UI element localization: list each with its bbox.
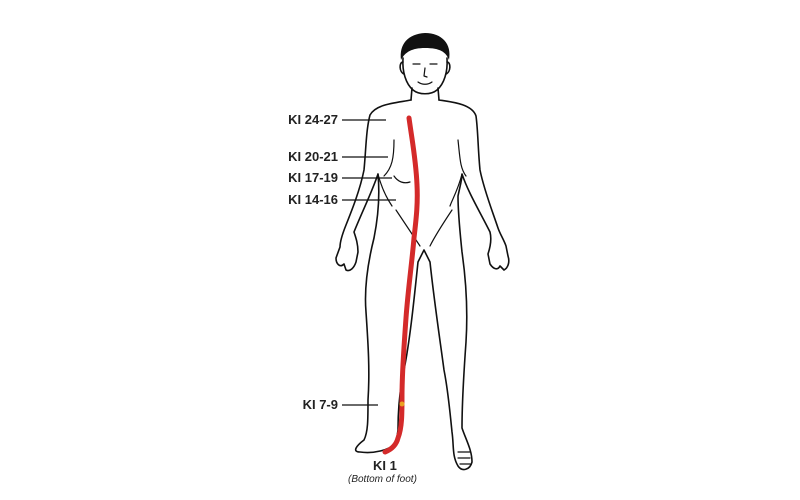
label-ki-7-9: KI 7-9 bbox=[302, 397, 338, 412]
label-ki-14-16: KI 14-16 bbox=[288, 192, 338, 207]
chest-detail bbox=[383, 139, 467, 184]
right-ear bbox=[445, 61, 451, 75]
label-ki-1-note: (Bottom of foot) bbox=[348, 474, 417, 485]
abdomen-detail bbox=[395, 209, 453, 247]
label-ki-1: KI 1 bbox=[373, 458, 397, 473]
kidney-meridian-line bbox=[382, 115, 420, 455]
label-ki-24-27: KI 24-27 bbox=[288, 112, 338, 127]
label-ki-20-21: KI 20-21 bbox=[288, 149, 338, 164]
label-ki-17-19: KI 17-19 bbox=[288, 170, 338, 185]
right-toes bbox=[457, 451, 471, 465]
face-features bbox=[412, 63, 438, 85]
head bbox=[402, 57, 448, 95]
hair bbox=[400, 33, 450, 60]
meridian-point-highlight bbox=[399, 401, 405, 407]
body-outline bbox=[335, 99, 510, 471]
human-figure bbox=[335, 33, 510, 471]
neck bbox=[410, 87, 440, 101]
arm-inner-lines bbox=[377, 173, 463, 207]
left-ear bbox=[399, 61, 405, 75]
leader-lines bbox=[342, 119, 396, 406]
